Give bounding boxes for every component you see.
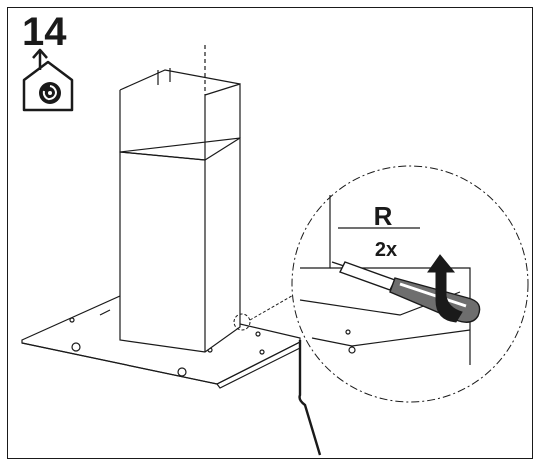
screw-label: R: [374, 201, 393, 231]
magnified-detail: [299, 195, 471, 365]
screw-quantity: 2x: [375, 239, 397, 261]
step-number: 14: [22, 10, 67, 54]
ducted-exhaust-icon: [22, 48, 74, 112]
chimney-duct: [119, 45, 241, 353]
rotation-arrow-icon: [427, 254, 463, 323]
